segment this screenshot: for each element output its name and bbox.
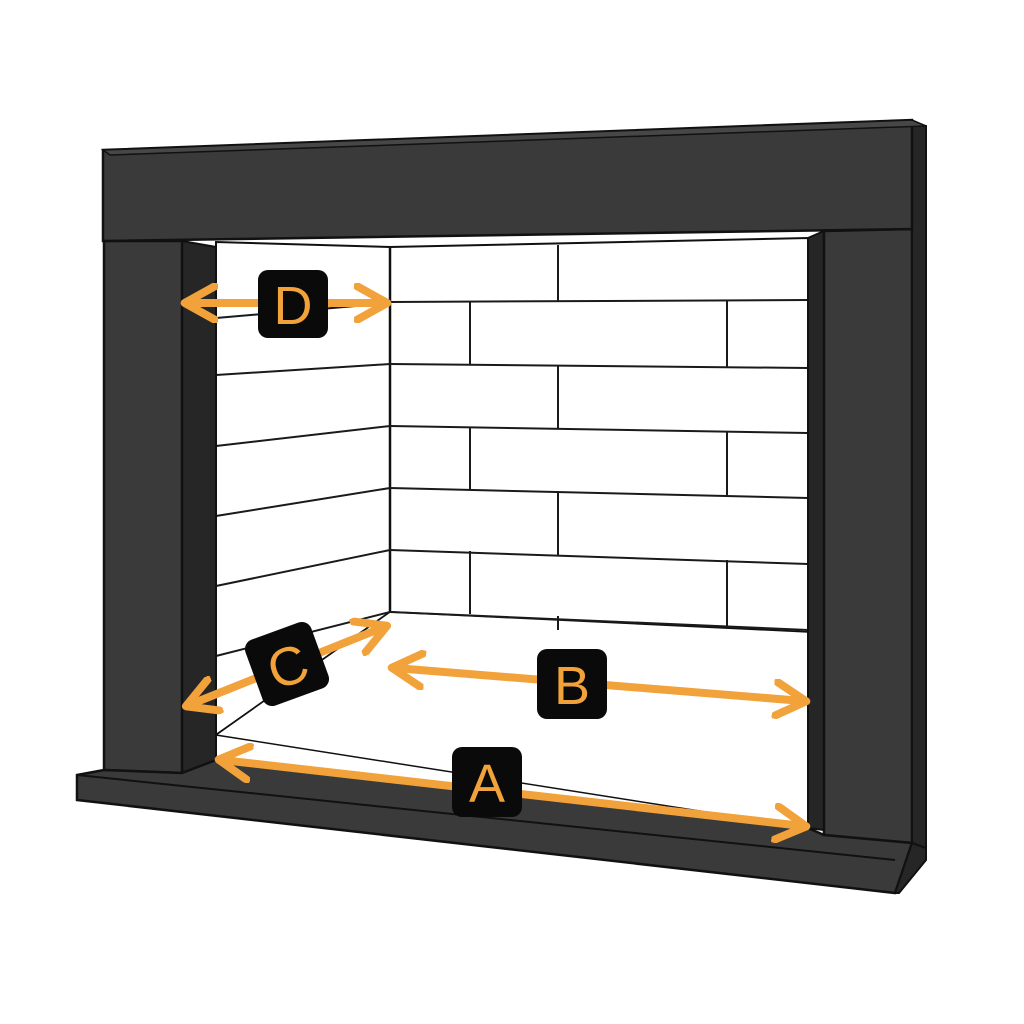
dimension-label-d-badge: [258, 270, 328, 338]
back-wall-brick-courses: [389, 299, 809, 631]
left-leg: [102, 239, 184, 775]
dimension-label-d: D: [258, 270, 328, 338]
right-leg-inner-face: [807, 229, 825, 832]
back-wall-brick-joints: [469, 245, 728, 630]
header-top-edge: [100, 119, 927, 156]
right-leg-side: [911, 122, 927, 850]
dimension-label-c-badge: [244, 621, 330, 707]
firebox-back-wall: [389, 236, 809, 634]
dimension-label-b-badge: [537, 649, 607, 719]
dimension-label-a-badge: [452, 747, 522, 817]
hearth-base-side: [893, 841, 927, 894]
dimension-label-d-text: D: [274, 276, 313, 336]
dimension-label-a: A: [452, 747, 522, 817]
dimension-label-b-text: B: [554, 656, 590, 716]
right-leg: [822, 227, 914, 845]
dimension-label-b: B: [537, 649, 607, 719]
dimension-label-c: C: [244, 621, 330, 707]
dimension-label-a-text: A: [469, 754, 505, 814]
